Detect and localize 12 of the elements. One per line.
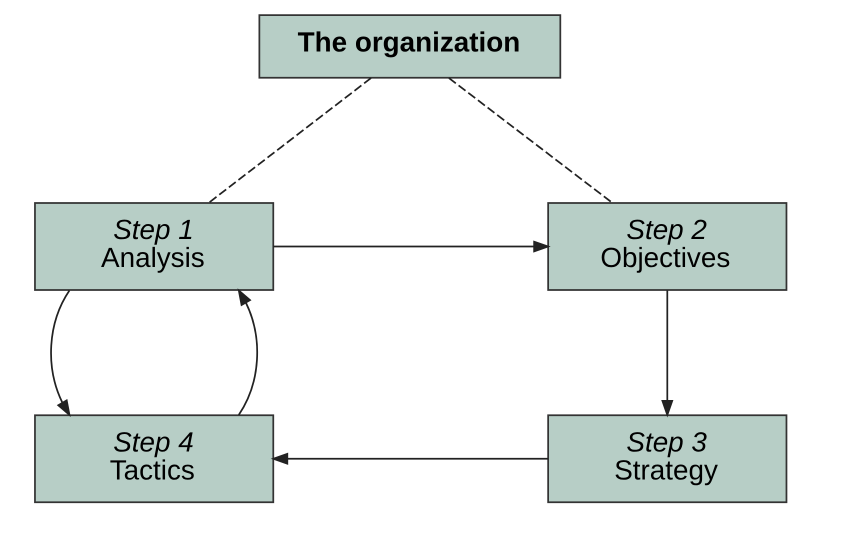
arrow: [50, 290, 71, 418]
arrow: [661, 290, 674, 418]
arrow: [270, 452, 548, 465]
arrow: [238, 288, 258, 416]
node-box: Step 4 Tactics: [34, 414, 274, 504]
connector: [448, 77, 614, 204]
connector: [208, 77, 372, 204]
node-box: Step 3 Strategy: [547, 414, 788, 504]
node-box: Step 2 Objectives: [547, 202, 788, 291]
node-box: The organization: [258, 14, 562, 79]
arrow: [273, 240, 551, 253]
node-box: Step 1 Analysis: [34, 202, 274, 291]
